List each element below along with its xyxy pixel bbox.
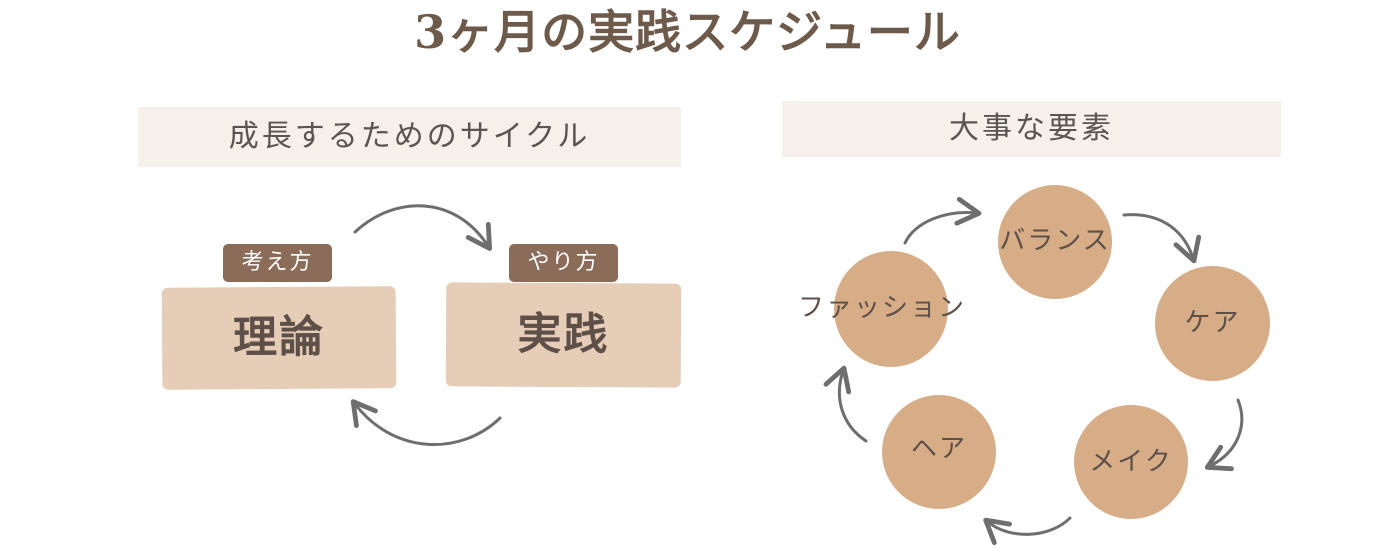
arrow-hair-to-fashion-icon <box>823 365 868 443</box>
arrow-care-to-makeup-icon <box>1204 398 1244 472</box>
balance-circle: バランス <box>998 185 1112 299</box>
fashion-circle <box>834 251 948 367</box>
arrow-makeup-to-hair-icon <box>983 516 1072 546</box>
fashion-label: ファッション <box>798 293 967 323</box>
care-circle: ケア <box>1155 266 1270 381</box>
page-title: 3ヶ月の実践スケジュール <box>414 5 961 59</box>
arrow-fashion-to-balance-icon <box>903 196 982 245</box>
makeup-circle: メイク <box>1074 405 1188 519</box>
thinking-tag: 考え方 <box>223 244 332 282</box>
key-elements-header: 大事な要素 <box>782 101 1281 157</box>
hair-circle: ヘア <box>882 395 996 509</box>
doing-tag: やり方 <box>509 244 618 282</box>
arrow-practice-to-theory-icon <box>350 399 502 446</box>
growth-cycle-header: 成長するためのサイクル <box>138 107 681 167</box>
arrow-theory-to-practice-icon <box>353 204 493 251</box>
arrow-balance-to-care-icon <box>1122 213 1202 264</box>
